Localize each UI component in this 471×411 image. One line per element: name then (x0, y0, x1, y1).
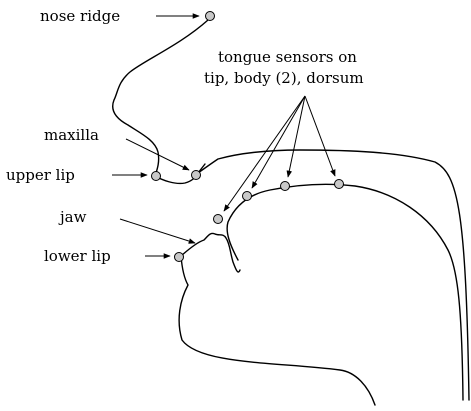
tongue-body-sensor-2 (281, 182, 290, 191)
tongue-body-sensor-1 (243, 192, 252, 201)
tongue-body-arrow-1 (252, 96, 305, 188)
palate-outline (198, 150, 469, 400)
lower-lip-sensor (175, 253, 184, 262)
nose-ridge-sensor (206, 12, 215, 21)
maxilla-label: maxilla (44, 126, 99, 144)
jaw-arrow (120, 219, 195, 243)
tongue-tip-sensor (214, 215, 223, 224)
upper-lip-sensor (152, 172, 161, 181)
lower-lip-label: lower lip (44, 247, 111, 265)
maxilla-sensor (192, 171, 201, 180)
tongue-dorsum-sensor (335, 180, 344, 189)
jaw-label: jaw (58, 208, 87, 226)
tongue-sensors-label-line2: tip, body (2), dorsum (204, 69, 364, 87)
face-profile-outline (113, 20, 208, 176)
tongue-dorsum-arrow (305, 96, 335, 176)
jaw-outline (181, 233, 240, 272)
chin-neck-outline (179, 256, 375, 405)
tongue-outline (227, 184, 463, 400)
upper-lip-label: upper lip (6, 166, 75, 184)
nose-ridge-label: nose ridge (40, 7, 120, 25)
tongue-sensors-label-line1: tongue sensors on (218, 48, 357, 66)
